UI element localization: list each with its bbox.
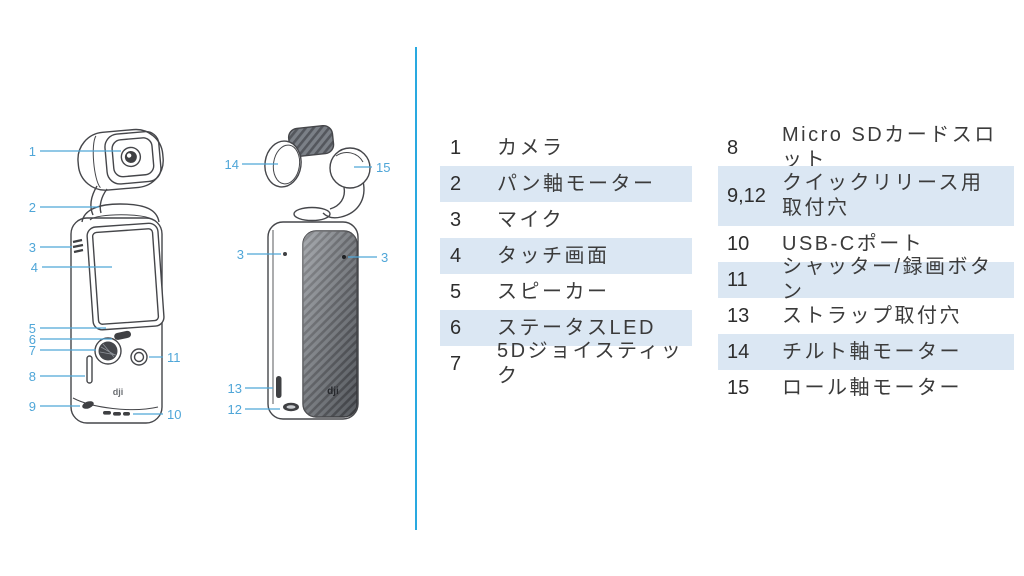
part-label: クイックリリース用 取付穴	[782, 172, 984, 219]
legend-row-15: 15 ロール軸モーター	[718, 370, 1014, 406]
record-button	[130, 348, 148, 366]
back-view-illustration: dji	[264, 124, 371, 420]
section-divider	[415, 47, 417, 530]
part-label: ステータスLED	[497, 316, 656, 339]
gimbal-arm-back	[322, 180, 365, 219]
callout-15: 15	[376, 160, 390, 175]
front-callout-numbers: 1 2 3 4 5 6 7 8 9 10 11	[29, 144, 182, 422]
legend-row-8: 8 Micro SDカードスロット	[718, 124, 1014, 171]
legend-row-1: 1 カメラ	[440, 130, 692, 166]
part-label: タッチ画面	[497, 244, 610, 267]
legend-row-14: 14 チルト軸モーター	[718, 334, 1014, 370]
usb-c-port	[103, 411, 130, 416]
part-number: 3	[450, 208, 462, 231]
legend-row-5: 5 スピーカー	[440, 274, 692, 310]
callout-2: 2	[29, 200, 36, 215]
legend-row-7: 7 5Dジョイスティック	[440, 340, 692, 387]
mic-dot-right	[342, 255, 346, 259]
tilt-motor	[264, 140, 302, 188]
mount-hole-9	[82, 401, 94, 409]
callout-5: 5	[29, 321, 36, 336]
device-diagram: dji 1 2 3 4 5 6 7 8 9 10 11	[29, 124, 391, 424]
legend-row-3: 3 マイク	[440, 202, 692, 238]
part-label: シャッター/録画ボタン	[782, 256, 993, 303]
back-callouts	[242, 163, 377, 410]
callout-3-right: 3	[381, 250, 388, 265]
callout-3: 3	[29, 240, 36, 255]
part-label: スピーカー	[497, 280, 610, 303]
legend-row-10: 10 USB-Cポート	[718, 226, 1014, 262]
part-number: 9,12	[727, 184, 766, 207]
legend-row-9-12: 9,12 クイックリリース用 取付穴	[718, 166, 1014, 226]
part-number: 13	[727, 304, 750, 327]
part-label: カメラ	[497, 136, 565, 159]
callout-1: 1	[29, 144, 36, 159]
roll-motor	[329, 147, 371, 189]
callout-6: 6	[29, 332, 36, 347]
joystick	[94, 337, 122, 365]
legend-column-1: 1 カメラ 2 パン軸モーター 3 マイク 4 タッチ画面 5 スピーカー 6 ステータスL…	[440, 130, 692, 406]
legend-row-2: 2 パン軸モーター	[440, 166, 692, 202]
callout-11: 11	[167, 350, 181, 365]
legend-column-2: 8 Micro SDカードスロット 9,12 クイックリリース用 取付穴 10 USB…	[718, 124, 1014, 406]
legend-row-11: 11 シャッター/録画ボタン	[718, 256, 1014, 303]
part-label: マイク	[497, 208, 565, 231]
callout-9: 9	[29, 399, 36, 414]
callout-12: 12	[228, 402, 242, 417]
part-number: 1	[450, 136, 462, 159]
callout-7: 7	[29, 343, 36, 358]
legend-row-13: 13 ストラップ取付穴	[718, 298, 1014, 334]
parts-legend: 1 カメラ 2 パン軸モーター 3 マイク 4 タッチ画面 5 スピーカー 6 ステータスL…	[440, 124, 1014, 406]
brand-logo: dji	[113, 387, 124, 397]
callout-3-left: 3	[237, 247, 244, 262]
part-number: 15	[727, 376, 750, 399]
pan-motor-back	[293, 206, 331, 222]
status-led	[114, 330, 131, 340]
part-label: パン軸モーター	[497, 172, 656, 195]
part-label: ロール軸モーター	[782, 376, 962, 399]
part-number: 14	[727, 340, 750, 363]
strap-hole	[276, 376, 282, 398]
back-panel	[302, 230, 358, 418]
front-callouts	[40, 150, 163, 415]
gimbal-arm	[90, 185, 98, 216]
device-body-back	[267, 221, 359, 420]
part-label: ストラップ取付穴	[782, 304, 962, 327]
front-view-illustration: dji	[70, 128, 165, 424]
part-number: 4	[450, 244, 462, 267]
part-number: 6	[450, 316, 462, 339]
part-label: チルト軸モーター	[782, 340, 962, 363]
part-number: 10	[727, 232, 750, 255]
callout-14: 14	[225, 157, 239, 172]
part-number: 11	[727, 268, 748, 291]
part-number: 8	[727, 136, 739, 159]
sd-card-slot	[86, 355, 93, 384]
touch-screen	[86, 222, 165, 331]
callout-8: 8	[29, 369, 36, 384]
camera-lens	[120, 146, 142, 168]
microphone-grille	[72, 238, 84, 254]
legend-row-4: 4 タッチ画面	[440, 238, 692, 274]
mic-dot-left	[283, 252, 287, 256]
camera-head	[77, 128, 164, 191]
callout-10: 10	[167, 407, 181, 422]
part-number: 7	[450, 352, 462, 375]
callout-4: 4	[31, 260, 38, 275]
callout-13: 13	[228, 381, 242, 396]
part-label: Micro SDカードスロット	[782, 124, 997, 171]
part-number: 5	[450, 280, 462, 303]
legend-row-6: 6 ステータスLED	[440, 310, 692, 346]
part-number: 2	[450, 172, 462, 195]
brand-logo-back: dji	[327, 386, 339, 397]
part-label: 5Dジョイスティック	[497, 340, 684, 387]
pan-motor	[81, 203, 160, 223]
part-label: USB-Cポート	[782, 232, 925, 255]
back-callout-numbers: 14 15 3 3 13 12	[225, 157, 391, 417]
